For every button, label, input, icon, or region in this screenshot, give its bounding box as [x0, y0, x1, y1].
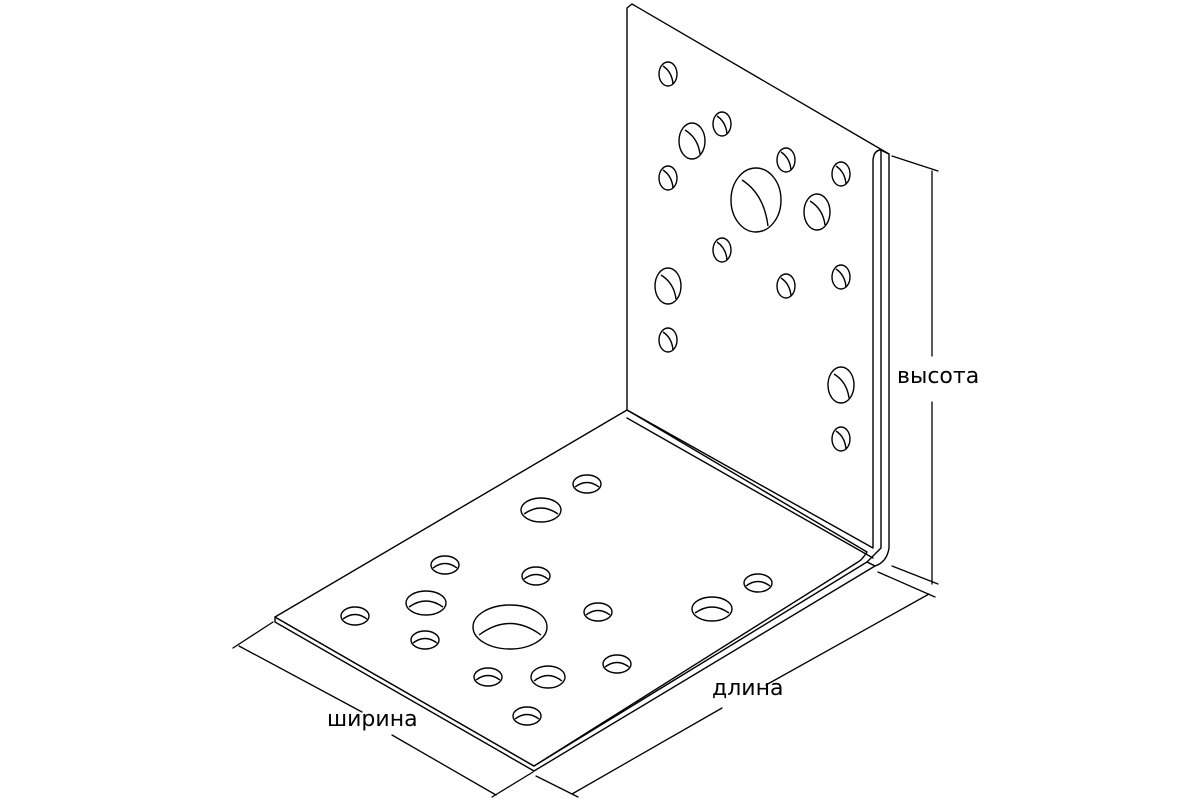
- hole: [831, 426, 851, 452]
- bend-line: [626, 417, 874, 559]
- length-dimension: [535, 571, 936, 798]
- hole: [473, 667, 503, 687]
- hole: [512, 706, 542, 726]
- hole: [340, 606, 370, 626]
- width-label: ширина: [327, 707, 418, 732]
- hole: [521, 566, 551, 586]
- hole: [572, 474, 602, 494]
- hole: [658, 61, 678, 87]
- hole: [831, 264, 851, 290]
- hole-large: [730, 167, 782, 233]
- hole: [520, 497, 562, 523]
- hole: [743, 573, 773, 593]
- hole: [776, 273, 796, 299]
- length-label: длина: [712, 676, 784, 701]
- height-label: высота: [897, 364, 980, 389]
- width-dimension: [232, 621, 534, 798]
- hole: [405, 590, 447, 616]
- hole: [776, 147, 796, 173]
- hole: [583, 602, 613, 622]
- hole: [430, 555, 460, 575]
- hole: [691, 596, 733, 622]
- hole: [658, 327, 678, 353]
- hole: [803, 193, 831, 231]
- hole: [678, 122, 706, 160]
- hole: [831, 161, 851, 187]
- horizontal-plate: [274, 409, 868, 767]
- hole: [530, 665, 566, 689]
- hole: [712, 237, 732, 263]
- hole-large: [472, 604, 548, 650]
- hole: [658, 165, 678, 191]
- hole: [602, 654, 632, 674]
- hole: [410, 630, 440, 650]
- hole: [654, 267, 682, 305]
- hole: [712, 111, 732, 137]
- vertical-plate-holes: [654, 61, 855, 452]
- hole: [827, 366, 855, 404]
- height-dimension: [891, 155, 939, 585]
- horizontal-plate-holes: [340, 474, 773, 726]
